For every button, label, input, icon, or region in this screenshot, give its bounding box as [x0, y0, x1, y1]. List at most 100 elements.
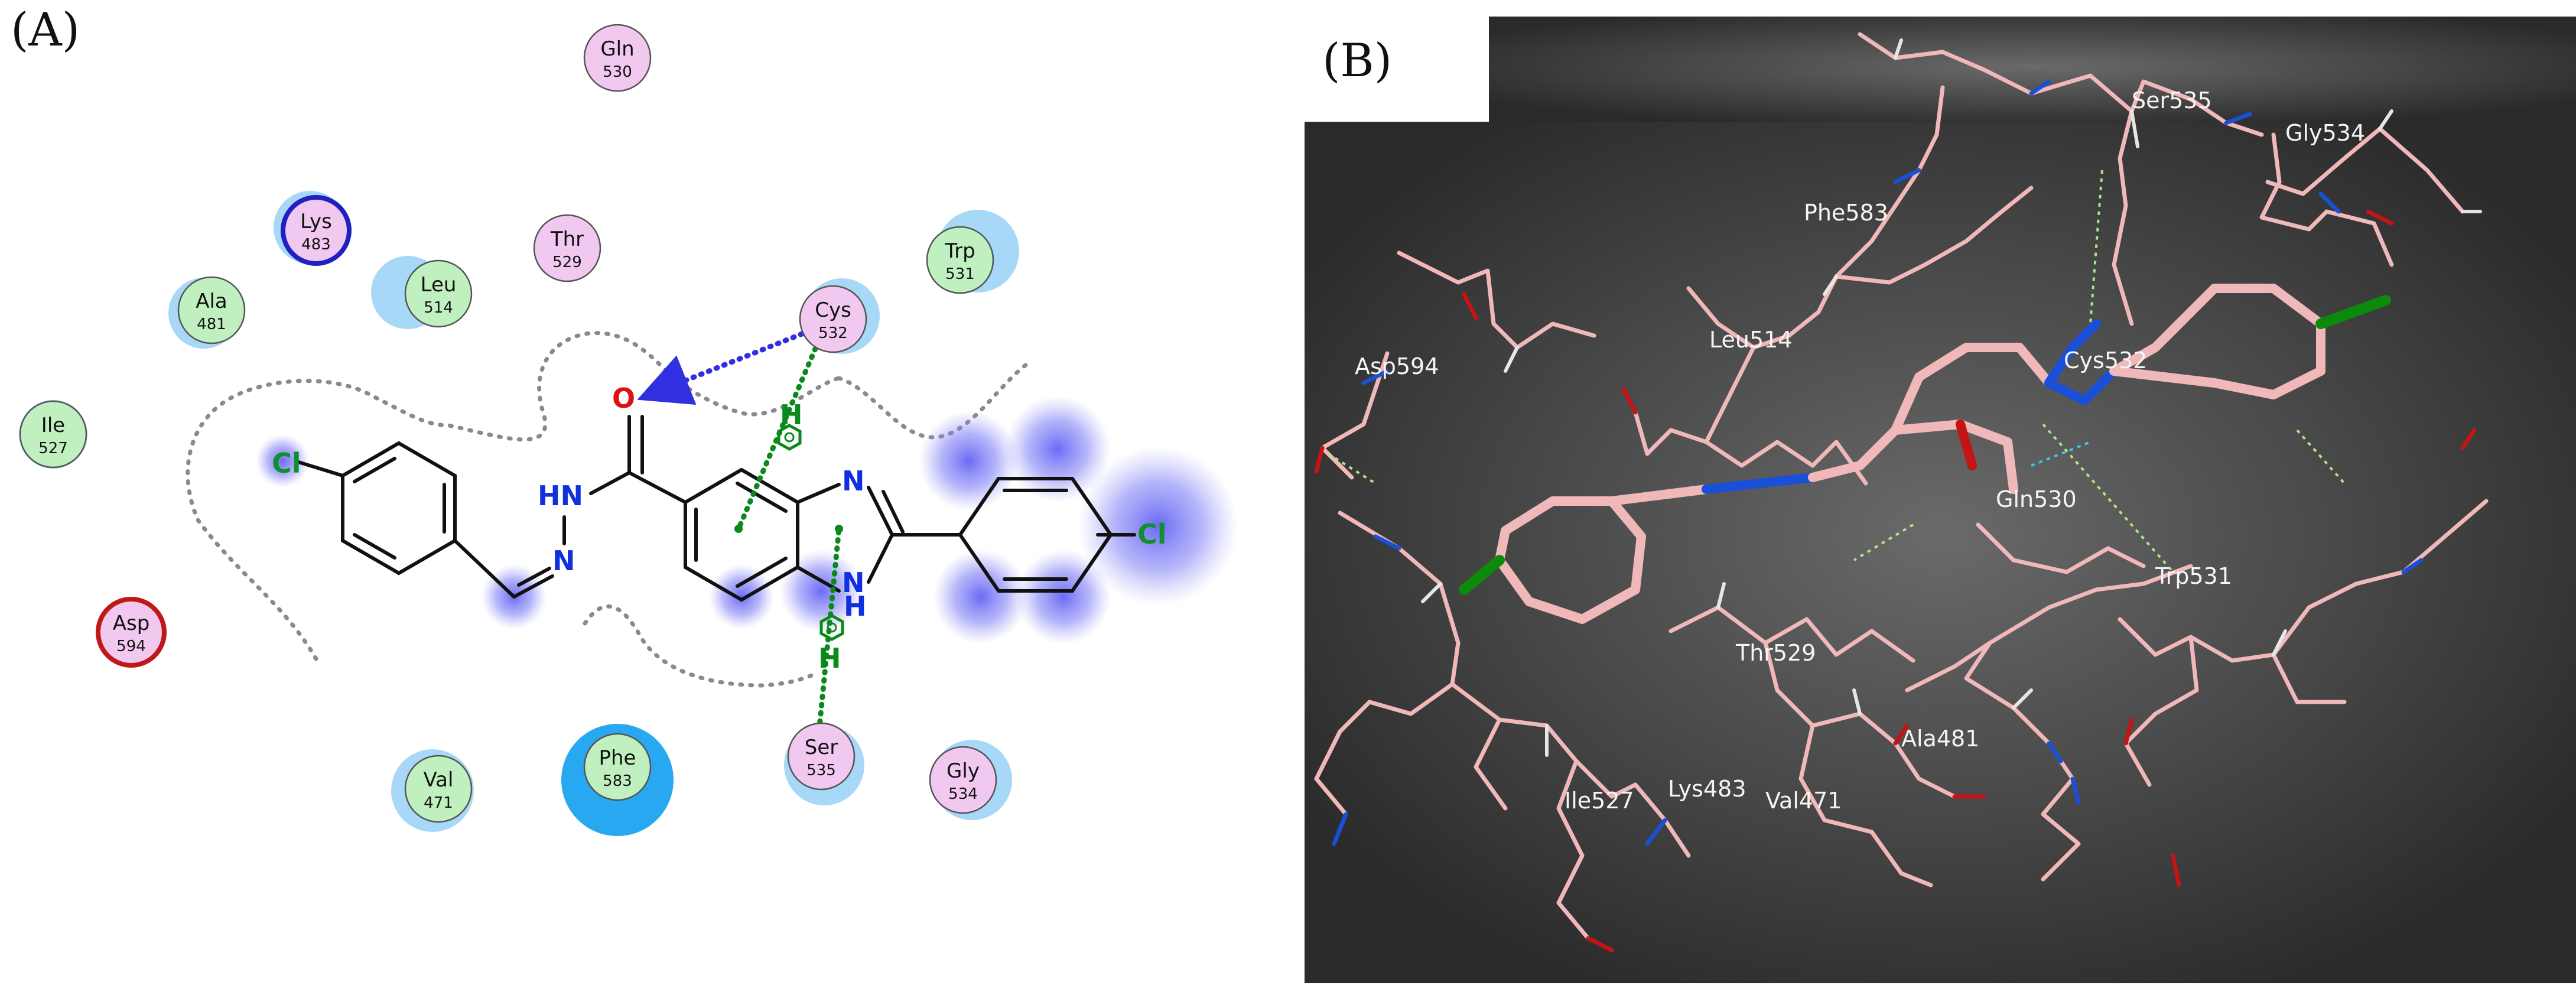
residue-label-lys483: Lys483 [1668, 776, 1746, 802]
residue-label-trp531: Trp531 [2155, 563, 2232, 589]
amide-nh-label: HN [538, 480, 583, 512]
residue-label-val471: Val471 [1765, 788, 1842, 814]
benzimidazole-n-top: N [842, 465, 865, 497]
residue-number: 514 [424, 299, 453, 317]
aromatic-ring-icon-bottom [819, 614, 844, 641]
residue-name: Gly [947, 759, 980, 783]
residue-label-ser535: Ser535 [2132, 87, 2212, 113]
residue-ser-535: Ser 535 [787, 722, 856, 791]
residue-name: Cys [815, 298, 851, 322]
residue-disc [281, 195, 352, 266]
residue-number: 529 [552, 253, 582, 271]
residue-disc [929, 746, 997, 814]
residue-number: 481 [197, 316, 226, 333]
residue-number: 534 [948, 785, 978, 803]
panel-b-label: (B) [1322, 34, 1393, 87]
hydrogen-atoms [1421, 38, 2482, 757]
residue-lys-483: Lys 483 [281, 195, 352, 266]
aromatic-ring-icon-top [777, 424, 802, 451]
residue-label-gly534: Gly534 [2285, 120, 2365, 146]
residue-number: 527 [38, 440, 68, 457]
residue-disc [404, 259, 473, 328]
hbond-arrow-cys532 [637, 328, 812, 405]
benzimidazole-h-bottom: H [844, 590, 867, 622]
imine-nitrogen-atom: N [552, 545, 575, 577]
residue-cys-532: Cys 532 [799, 285, 867, 353]
carbonyl-oxygen-atom: O [612, 382, 635, 414]
residue-number: 530 [603, 63, 632, 81]
residue-number: 583 [603, 772, 632, 790]
residue-asp-594: Asp 594 [96, 597, 167, 668]
residue-label-asp594: Asp594 [1355, 353, 1439, 379]
pi-h-bond-ser535 [815, 526, 842, 742]
residue-name: Asp [113, 612, 150, 635]
panel-b-label-box: (B) [1305, 17, 1489, 122]
residue-number: 594 [116, 638, 146, 655]
residue-name: Leu [421, 273, 457, 297]
residue-thr-529: Thr 529 [533, 214, 601, 282]
benzimidazole-n-bottom: N [842, 567, 865, 599]
pocket-contour-bottom [583, 604, 818, 688]
hbond-dashed-lines [1327, 170, 2346, 573]
residue-disc [583, 24, 652, 92]
solvent-exposure-halos [256, 396, 1238, 644]
residue-ala-481: Ala 481 [177, 276, 246, 344]
residue-disc [799, 285, 867, 353]
ligand-atom-labels: Cl Cl O HN N N N H [272, 382, 1167, 622]
residue-ile-527: Ile 527 [19, 400, 87, 469]
panel-a-2d-interaction-diagram: (A) [0, 0, 1288, 995]
residue-name: Ser [805, 736, 838, 759]
residue-name: Trp [944, 239, 975, 263]
residue-disc [19, 400, 87, 469]
residue-label-cys532: Cys532 [2064, 347, 2147, 373]
chlorine-atom-right: Cl [1137, 518, 1167, 550]
ligand-structure [297, 415, 1136, 602]
residue-name: Thr [550, 227, 584, 251]
residue-name: Phe [599, 746, 636, 770]
residue-disc [583, 733, 652, 801]
interaction-lines: H H [637, 328, 844, 742]
residue-gln-530: Gln 530 [583, 24, 652, 92]
residue-label-leu514: Leu514 [1709, 327, 1793, 353]
pi-h-label-bottom: H [818, 642, 841, 674]
residue-phe-583: Phe 583 [583, 733, 652, 801]
residue-number: 483 [301, 236, 331, 253]
residue-label-gln530: Gln530 [1996, 486, 2077, 512]
pocket-contour-left [186, 331, 841, 661]
residue-val-471: Val 471 [404, 755, 473, 823]
residue-disc [533, 214, 601, 282]
residue-disc [96, 597, 167, 668]
residue-label-ile527: Ile527 [1565, 788, 1634, 814]
ligand-thick-sticks [1459, 284, 2391, 624]
interaction-diagram-svg: Cl Cl O HN N N N H H H [19, 24, 1238, 836]
oxygen-atoms [1314, 209, 2477, 953]
pi-h-bond-cys532 [736, 346, 818, 532]
residue-label-phe583: Phe583 [1804, 200, 1888, 226]
residue-label-ala481: Ala481 [1901, 726, 1979, 752]
residue-label-thr529: Thr529 [1735, 640, 1816, 666]
residue-name: Gln [600, 37, 634, 61]
residue-name: Val [424, 768, 454, 792]
residue-disc [404, 755, 473, 823]
panel-a-label: (A) [11, 4, 80, 57]
residue-number: 532 [818, 324, 848, 342]
residue-name: Ile [41, 414, 65, 437]
residue-disc [177, 276, 246, 344]
residue-leu-514: Leu 514 [404, 259, 473, 328]
residue-disc [926, 226, 994, 294]
residue-number: 535 [806, 762, 836, 779]
residue-disc [787, 722, 856, 791]
residue-name: Lys [300, 210, 332, 233]
pi-h-label-top: H [780, 399, 803, 431]
residue-trp-531: Trp 531 [926, 226, 994, 294]
nitrogen-atoms [1332, 79, 2424, 846]
residue-number: 531 [945, 265, 975, 283]
panel-b-3d-docking-view: (B) [1305, 17, 2576, 983]
residue-name: Ala [196, 290, 227, 313]
chlorine-atom-left: Cl [272, 447, 301, 479]
residue-gly-534: Gly 534 [929, 746, 997, 814]
residue-number: 471 [424, 794, 453, 812]
residue-halos [19, 191, 1019, 836]
